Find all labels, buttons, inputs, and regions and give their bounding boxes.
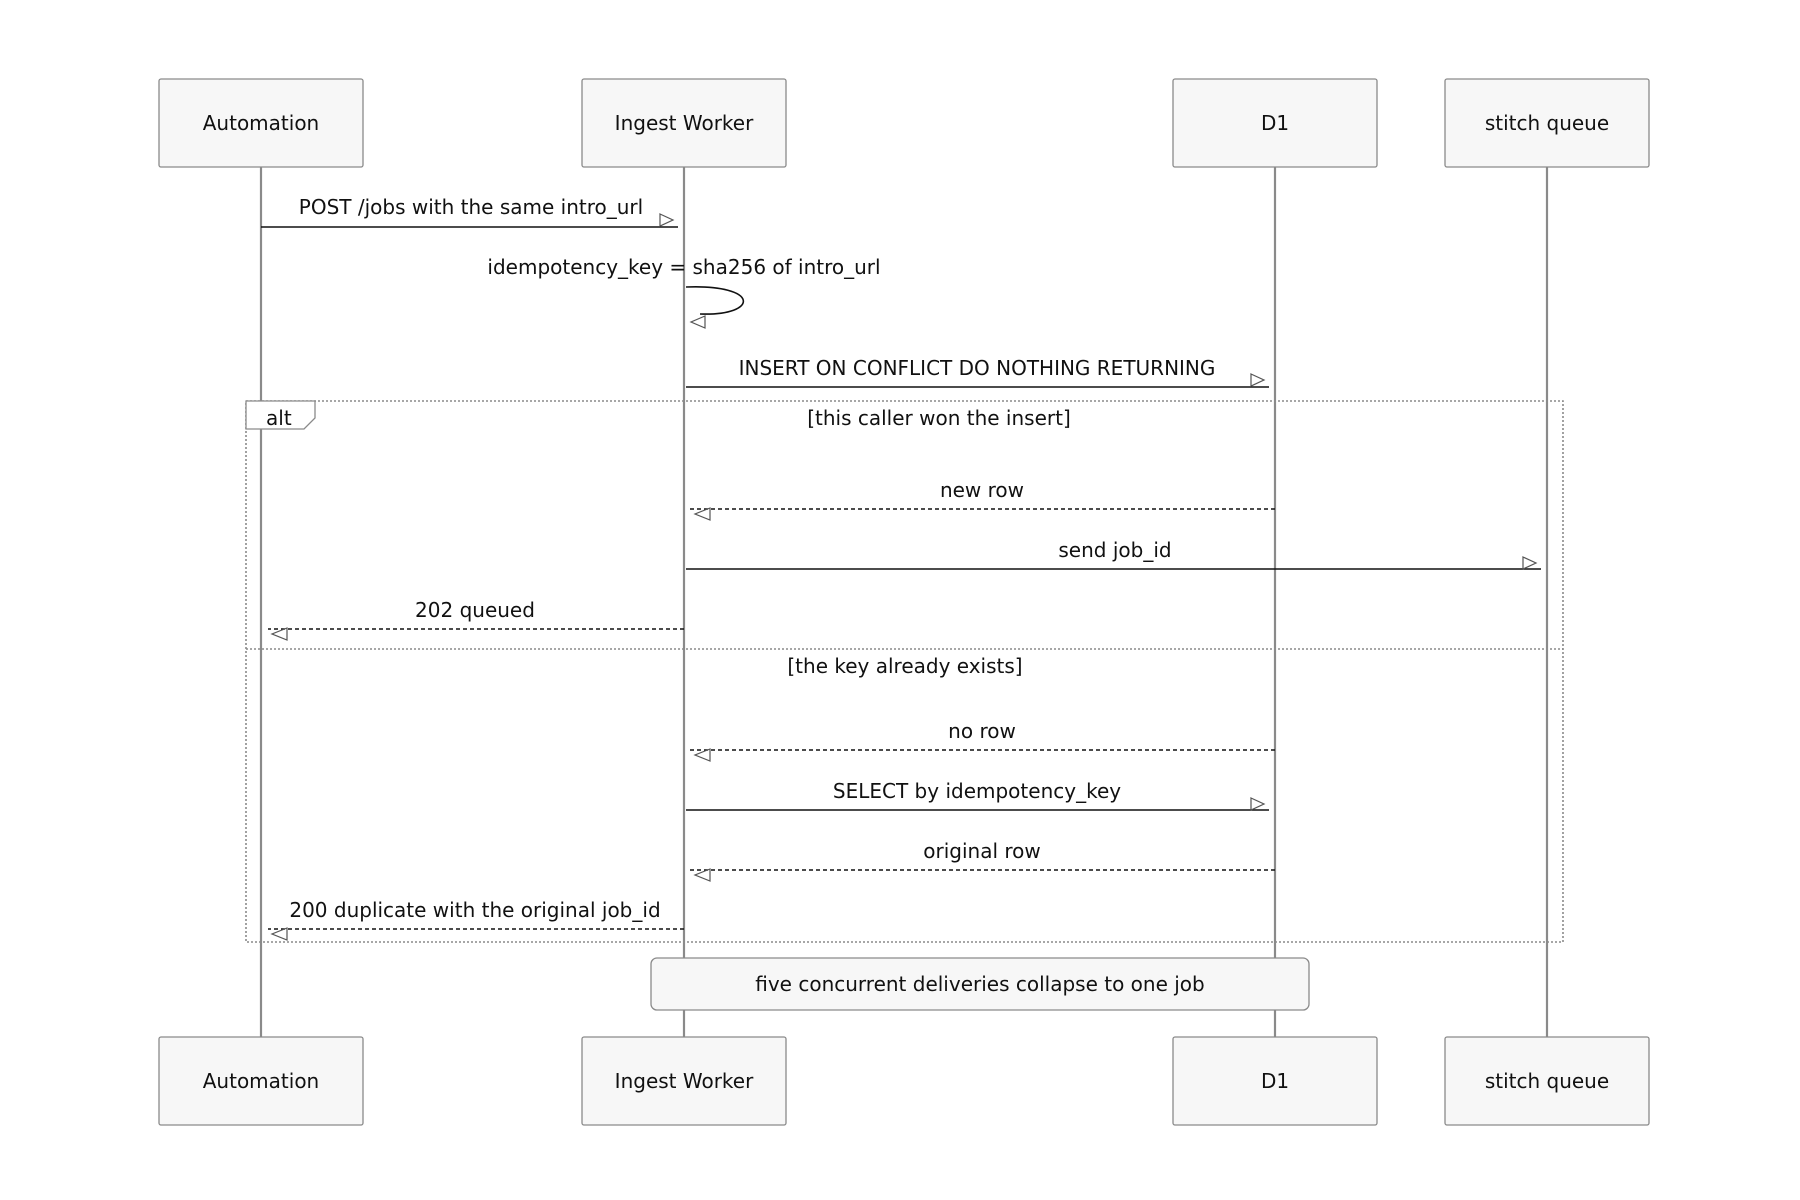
message-send-job-id: send job_id: [686, 538, 1541, 570]
alt-frame: alt [this caller won the insert] [the ke…: [245, 400, 1564, 943]
arrowhead-icon: [693, 868, 711, 882]
note-collapse-label: five concurrent deliveries collapse to o…: [755, 972, 1205, 996]
message-202-queued-label: 202 queued: [415, 598, 535, 622]
message-idempotency-key-label: idempotency_key = sha256 of intro_url: [487, 255, 880, 279]
message-new-row: new row: [690, 478, 1275, 521]
message-new-row-label: new row: [940, 478, 1024, 502]
alt-condition-key-exists: [the key already exists]: [787, 654, 1022, 678]
alt-frame-tab: [245, 400, 316, 430]
message-select-by-key: SELECT by idempotency_key: [686, 779, 1269, 811]
actor-automation-top: Automation: [158, 78, 364, 168]
alt-frame-label: alt: [266, 406, 292, 430]
message-select-by-key-label: SELECT by idempotency_key: [833, 779, 1121, 803]
message-original-row-label: original row: [923, 839, 1041, 863]
actor-ingest-worker-top: Ingest Worker: [581, 78, 787, 168]
message-post-jobs: POST /jobs with the same intro_url: [261, 195, 678, 228]
note-collapse: five concurrent deliveries collapse to o…: [650, 957, 1310, 1011]
actor-d1-top-label: D1: [1261, 111, 1289, 135]
actor-d1-top: D1: [1172, 78, 1378, 168]
actor-automation-top-label: Automation: [203, 111, 319, 135]
arrowhead-icon: [1250, 373, 1266, 387]
arrowhead-icon: [693, 748, 711, 762]
arrowhead-icon: [270, 927, 288, 941]
arrowhead-icon: [689, 315, 706, 329]
message-202-queued: 202 queued: [268, 598, 684, 641]
message-200-duplicate: 200 duplicate with the original job_id: [268, 898, 684, 941]
arrowhead-icon: [270, 627, 288, 641]
actor-automation-bottom-label: Automation: [203, 1069, 319, 1093]
actor-d1-bottom-label: D1: [1261, 1069, 1289, 1093]
actor-ingest-worker-top-label: Ingest Worker: [615, 111, 754, 135]
message-no-row: no row: [690, 719, 1275, 762]
message-post-jobs-label: POST /jobs with the same intro_url: [299, 195, 643, 219]
actor-ingest-worker-bottom-label: Ingest Worker: [615, 1069, 754, 1093]
arrowhead-icon: [1522, 556, 1538, 570]
message-insert-on-conflict-label: INSERT ON CONFLICT DO NOTHING RETURNING: [739, 356, 1216, 380]
arrowhead-icon: [659, 213, 675, 227]
message-insert-on-conflict: INSERT ON CONFLICT DO NOTHING RETURNING: [686, 356, 1269, 388]
actor-stitch-queue-bottom: stitch queue: [1444, 1036, 1650, 1126]
actor-stitch-queue-top-label: stitch queue: [1485, 111, 1609, 135]
actor-stitch-queue-top: stitch queue: [1444, 78, 1650, 168]
message-200-duplicate-label: 200 duplicate with the original job_id: [289, 898, 660, 922]
arrowhead-icon: [693, 507, 711, 521]
actor-ingest-worker-bottom: Ingest Worker: [581, 1036, 787, 1126]
actor-automation-bottom: Automation: [158, 1036, 364, 1126]
actor-d1-bottom: D1: [1172, 1036, 1378, 1126]
message-idempotency-key: idempotency_key = sha256 of intro_url: [487, 255, 881, 329]
message-original-row: original row: [690, 839, 1275, 882]
arrowhead-icon: [1250, 797, 1266, 811]
message-no-row-label: no row: [948, 719, 1016, 743]
message-send-job-id-label: send job_id: [1058, 538, 1171, 562]
alt-condition-won-insert: [this caller won the insert]: [807, 406, 1071, 430]
actor-stitch-queue-bottom-label: stitch queue: [1485, 1069, 1609, 1093]
